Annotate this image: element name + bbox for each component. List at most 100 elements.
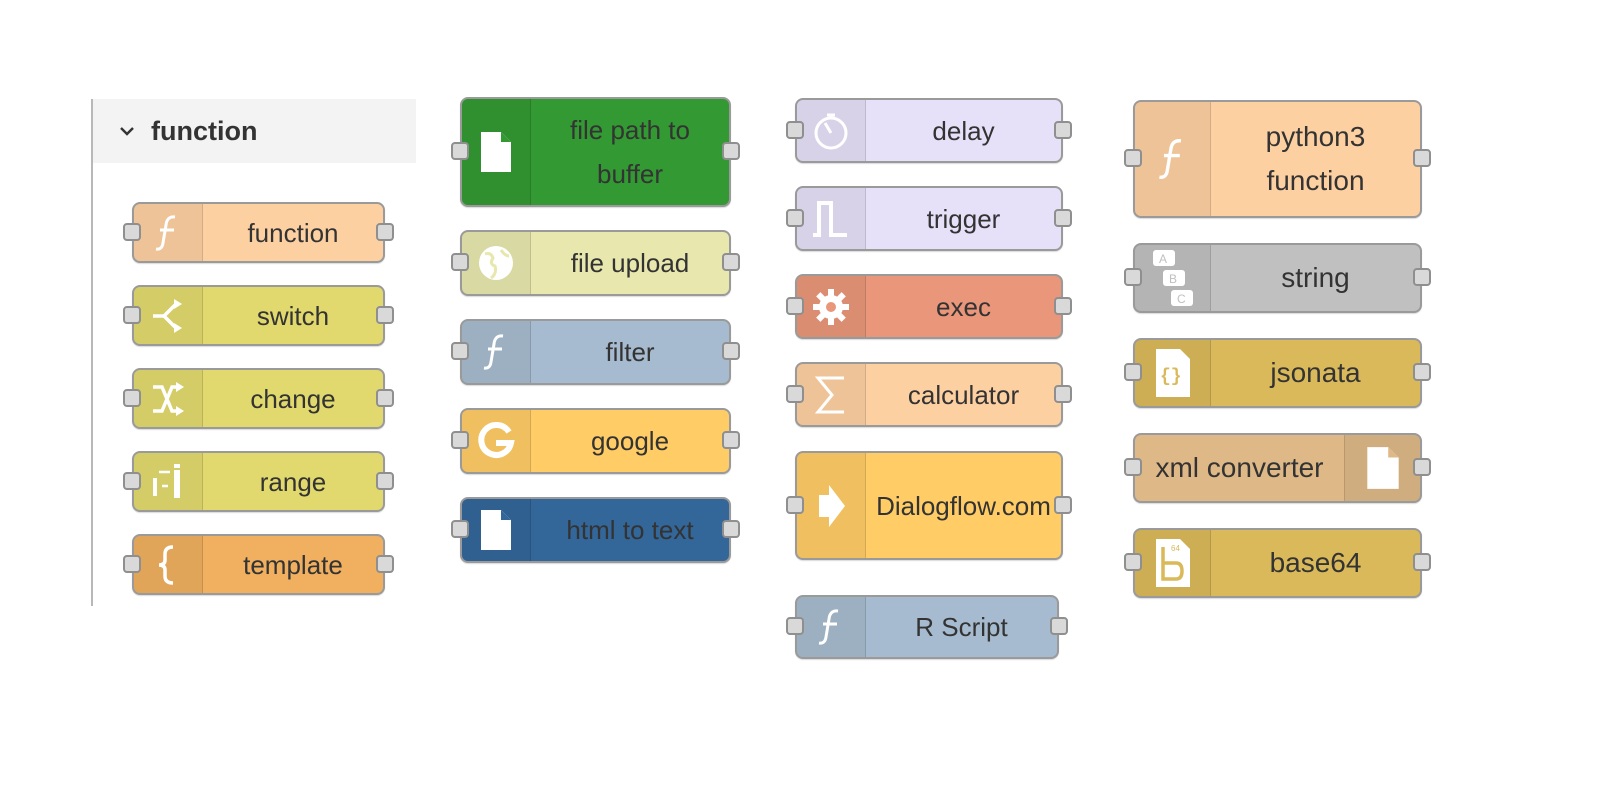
node-html-to-text[interactable]: html to text xyxy=(451,497,740,563)
input-port[interactable] xyxy=(1124,363,1142,381)
file-icon xyxy=(462,99,531,205)
node-label: html to text xyxy=(566,515,694,545)
globe-icon xyxy=(462,232,531,294)
output-port[interactable] xyxy=(376,388,394,407)
output-port[interactable] xyxy=(1050,617,1068,635)
input-port[interactable] xyxy=(786,384,804,403)
output-port[interactable] xyxy=(722,142,740,160)
switch-icon xyxy=(134,287,203,344)
input-port[interactable] xyxy=(1124,149,1142,167)
node-xml-converter[interactable]: xml converter xyxy=(1124,433,1431,503)
input-port[interactable] xyxy=(786,617,804,635)
input-port[interactable] xyxy=(786,208,804,227)
output-port[interactable] xyxy=(1413,553,1431,571)
node-label: string xyxy=(1281,262,1350,293)
node-label: Dialogflow.com xyxy=(876,490,1051,521)
node-dialogflow[interactable]: Dialogflow.com xyxy=(786,451,1072,560)
input-port[interactable] xyxy=(123,222,141,241)
input-port[interactable] xyxy=(786,495,804,514)
output-port[interactable] xyxy=(376,222,394,241)
change-icon xyxy=(134,370,203,427)
file-icon xyxy=(462,499,531,561)
input-port[interactable] xyxy=(451,431,469,449)
chevron-down-icon[interactable] xyxy=(117,121,137,141)
input-port[interactable] xyxy=(123,471,141,490)
node-range[interactable]: range xyxy=(123,451,394,512)
node-calculator[interactable]: calculator xyxy=(786,362,1072,427)
output-port[interactable] xyxy=(376,305,394,324)
base64-icon: 64 xyxy=(1135,530,1211,596)
node-label: exec xyxy=(936,291,991,322)
output-port[interactable] xyxy=(722,253,740,271)
category-title: function xyxy=(151,115,258,146)
output-port[interactable] xyxy=(376,554,394,573)
output-port[interactable] xyxy=(1054,495,1072,514)
node-r-script[interactable]: R Script xyxy=(786,595,1068,659)
input-port[interactable] xyxy=(123,554,141,573)
function-icon xyxy=(134,204,203,261)
category-header[interactable]: function xyxy=(93,99,416,163)
node-label: base64 xyxy=(1269,547,1362,578)
input-port[interactable] xyxy=(451,253,469,271)
node-file-upload[interactable]: file upload xyxy=(451,230,740,296)
input-port[interactable] xyxy=(451,342,469,360)
node-delay[interactable]: delay xyxy=(786,98,1072,163)
node-switch[interactable]: switch xyxy=(123,285,394,346)
svg-text:{}: {} xyxy=(1160,367,1182,387)
node-trigger[interactable]: trigger xyxy=(786,186,1072,251)
node-python3-function[interactable]: python3 function xyxy=(1124,100,1431,218)
node-label: google xyxy=(590,426,670,456)
input-port[interactable] xyxy=(1124,458,1142,476)
input-port[interactable] xyxy=(451,142,469,160)
node-change[interactable]: change xyxy=(123,368,394,429)
input-port[interactable] xyxy=(123,388,141,407)
arrow-right-icon xyxy=(797,453,866,558)
node-jsonata[interactable]: {} jsonata xyxy=(1124,338,1431,408)
input-port[interactable] xyxy=(1124,268,1142,286)
node-label: change xyxy=(250,383,336,414)
node-template[interactable]: template xyxy=(123,534,394,595)
node-label: R Script xyxy=(915,612,1008,642)
sigma-icon xyxy=(797,364,866,425)
node-base64[interactable]: 64 base64 xyxy=(1124,528,1431,598)
node-label: python3 function xyxy=(1265,121,1366,196)
output-port[interactable] xyxy=(1054,208,1072,227)
node-label: delay xyxy=(932,115,995,146)
input-port[interactable] xyxy=(786,120,804,139)
node-label: jsonata xyxy=(1270,357,1361,388)
google-icon xyxy=(462,410,531,472)
input-port[interactable] xyxy=(451,520,469,538)
node-exec[interactable]: exec xyxy=(786,274,1072,339)
output-port[interactable] xyxy=(722,431,740,449)
node-label: range xyxy=(259,466,327,497)
input-port[interactable] xyxy=(1124,553,1142,571)
range-icon xyxy=(134,453,203,510)
output-port[interactable] xyxy=(1413,458,1431,476)
node-label: file path to buffer xyxy=(570,115,690,189)
node-label: filter xyxy=(605,337,655,367)
node-filter[interactable]: filter xyxy=(451,319,740,385)
output-port[interactable] xyxy=(1413,363,1431,381)
input-port[interactable] xyxy=(123,305,141,324)
svg-text:A: A xyxy=(1159,252,1167,266)
output-port[interactable] xyxy=(1054,296,1072,315)
svg-text:B: B xyxy=(1169,272,1177,286)
node-google[interactable]: google xyxy=(451,408,740,474)
output-port[interactable] xyxy=(722,342,740,360)
node-function[interactable]: function xyxy=(123,202,394,263)
output-port[interactable] xyxy=(1054,384,1072,403)
output-port[interactable] xyxy=(1413,149,1431,167)
node-file-path-to-buffer[interactable]: file path to buffer xyxy=(451,97,740,207)
output-port[interactable] xyxy=(376,471,394,490)
node-label: function xyxy=(247,217,339,248)
input-port[interactable] xyxy=(786,296,804,315)
output-port[interactable] xyxy=(1054,120,1072,139)
gear-icon xyxy=(797,276,866,337)
output-port[interactable] xyxy=(1413,268,1431,286)
output-port[interactable] xyxy=(722,520,740,538)
trigger-icon xyxy=(797,188,866,249)
svg-text:64: 64 xyxy=(1171,544,1180,553)
node-label: trigger xyxy=(926,203,1001,234)
